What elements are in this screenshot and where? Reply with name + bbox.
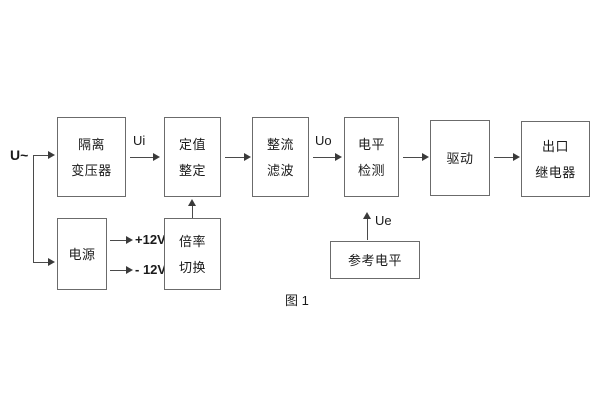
block-reference-level[interactable]: 参考电平 bbox=[330, 241, 420, 279]
signal-label-uo: Uo bbox=[315, 133, 332, 148]
rail-positive-label: +12V bbox=[135, 232, 166, 247]
block-drive[interactable]: 驱动 bbox=[430, 120, 490, 196]
block-setpoint-setting-line-2: 整定 bbox=[178, 162, 206, 178]
connector-reference-to-level-detection-line bbox=[367, 218, 368, 240]
block-isolation-transformer-line-2: 变压器 bbox=[71, 162, 112, 178]
input-branch-to-transformer-line bbox=[33, 155, 49, 156]
arrow-into-output-relay-icon bbox=[513, 152, 520, 161]
figure-caption: 图 1 bbox=[285, 293, 309, 308]
connector-multiplier-to-setpoint-line bbox=[192, 205, 193, 218]
block-power-supply[interactable]: 电源 bbox=[57, 218, 107, 290]
arrow-into-setpoint-setting-icon bbox=[153, 152, 160, 161]
input-branch-to-power-supply-line bbox=[33, 262, 49, 263]
input-trunk-vertical-line bbox=[33, 155, 34, 263]
signal-label-ue: Ue bbox=[375, 213, 392, 228]
arrow-into-drive-icon bbox=[422, 152, 429, 161]
block-rectify-filter-line-2: 滤波 bbox=[266, 162, 294, 178]
arrow-rail-negative-icon bbox=[126, 265, 133, 274]
connector-setpoint-to-rectify-line bbox=[225, 157, 245, 158]
block-multiplier-switch-line-1: 倍率 bbox=[178, 233, 206, 249]
arrow-into-level-detection-from-reference-icon bbox=[362, 212, 371, 219]
block-reference-level-line-1: 参考电平 bbox=[347, 252, 402, 268]
block-level-detection[interactable]: 电平 检测 bbox=[344, 117, 399, 197]
connector-transformer-to-setpoint-line bbox=[130, 157, 154, 158]
rail-positive-line bbox=[110, 240, 127, 241]
block-output-relay[interactable]: 出口 继电器 bbox=[521, 121, 590, 197]
arrow-into-level-detection-icon bbox=[335, 152, 342, 161]
block-setpoint-setting-line-1: 定值 bbox=[178, 136, 206, 152]
block-isolation-transformer[interactable]: 隔离 变压器 bbox=[57, 117, 126, 197]
block-rectify-filter[interactable]: 整流 滤波 bbox=[252, 117, 309, 197]
arrow-into-setpoint-from-multiplier-icon bbox=[187, 199, 196, 206]
connector-drive-to-output-relay-line bbox=[494, 157, 514, 158]
arrow-into-power-supply-icon bbox=[48, 257, 55, 266]
block-rectify-filter-line-1: 整流 bbox=[266, 136, 294, 152]
signal-label-ui: Ui bbox=[133, 133, 146, 148]
block-multiplier-switch[interactable]: 倍率 切换 bbox=[164, 218, 221, 290]
connector-level-detection-to-drive-line bbox=[403, 157, 423, 158]
arrow-rail-positive-icon bbox=[126, 235, 133, 244]
rail-negative-label: - 12V bbox=[135, 262, 167, 277]
block-output-relay-line-2: 继电器 bbox=[535, 164, 576, 180]
block-multiplier-switch-line-2: 切换 bbox=[178, 259, 206, 275]
block-drive-line-1: 驱动 bbox=[446, 150, 474, 166]
arrow-into-rectify-filter-icon bbox=[244, 152, 251, 161]
block-level-detection-line-2: 检测 bbox=[357, 162, 385, 178]
connector-rectify-to-level-detection-line bbox=[313, 157, 336, 158]
block-isolation-transformer-line-1: 隔离 bbox=[77, 136, 105, 152]
block-output-relay-line-1: 出口 bbox=[541, 138, 569, 154]
block-power-supply-line-1: 电源 bbox=[68, 246, 96, 262]
rail-negative-line bbox=[110, 270, 127, 271]
input-source-label: U~ bbox=[10, 147, 29, 163]
arrow-into-isolation-transformer-icon bbox=[48, 150, 55, 159]
block-level-detection-line-1: 电平 bbox=[357, 136, 385, 152]
block-setpoint-setting[interactable]: 定值 整定 bbox=[164, 117, 221, 197]
